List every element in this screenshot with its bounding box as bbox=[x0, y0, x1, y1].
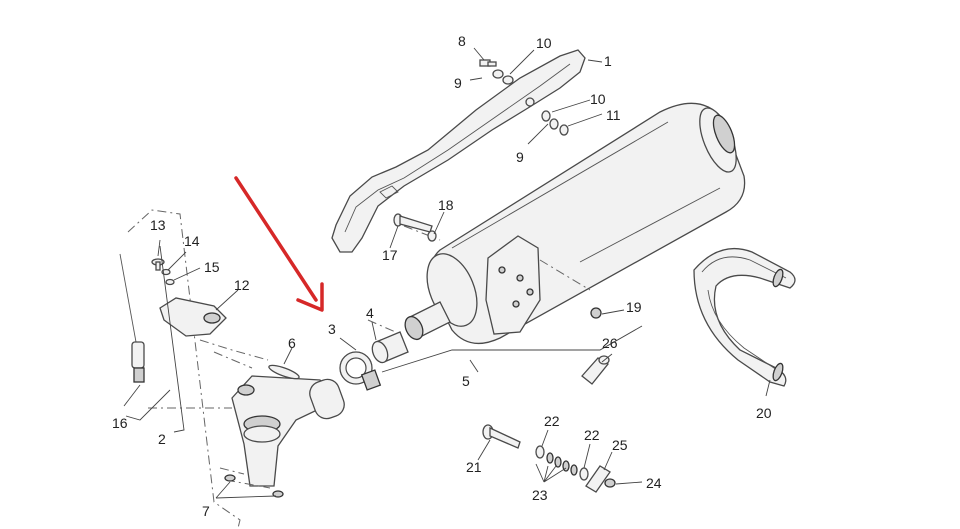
clamp-bracket bbox=[159, 297, 227, 337]
callout-1: 1 bbox=[604, 53, 612, 69]
callout-8: 8 bbox=[458, 33, 466, 49]
phantom-link-nuts bbox=[219, 467, 271, 489]
callout-19: 19 bbox=[626, 299, 642, 315]
phantom-frame-left bbox=[127, 209, 241, 529]
nut-24 bbox=[604, 478, 616, 488]
callout-7: 7 bbox=[202, 503, 210, 519]
gasket-6 bbox=[268, 364, 300, 380]
callout-5: 5 bbox=[462, 373, 470, 389]
callout-23: 23 bbox=[532, 487, 548, 503]
callout-6: 6 bbox=[288, 335, 296, 351]
screw-13-group bbox=[151, 258, 175, 286]
strap bbox=[693, 248, 796, 387]
heat-shield bbox=[331, 49, 586, 253]
phantom-link-clamp-pipe bbox=[367, 319, 401, 335]
callout-14: 14 bbox=[184, 233, 200, 249]
callout-3: 3 bbox=[328, 321, 336, 337]
sleeve-4 bbox=[371, 331, 409, 364]
bolt-8-group bbox=[479, 59, 514, 85]
bolt-17 bbox=[393, 213, 437, 242]
callout-24: 24 bbox=[646, 475, 662, 491]
red-arrow bbox=[234, 176, 324, 312]
manifold-pipe bbox=[231, 375, 345, 487]
callout-11: 11 bbox=[606, 107, 621, 123]
callout-4: 4 bbox=[366, 305, 374, 321]
bolt-21 bbox=[482, 424, 521, 449]
phantom-link-clamp bbox=[199, 339, 269, 369]
washers-22-23 bbox=[535, 445, 589, 481]
callout-17: 17 bbox=[382, 247, 398, 263]
callout-21: 21 bbox=[466, 459, 482, 475]
callout-22-right: 22 bbox=[584, 427, 600, 443]
callout-22-left: 22 bbox=[544, 413, 560, 429]
callout-20: 20 bbox=[756, 405, 772, 421]
leader-lines bbox=[123, 47, 771, 499]
callout-13: 13 bbox=[150, 217, 166, 233]
callout-26: 26 bbox=[602, 335, 618, 351]
callout-15: 15 bbox=[204, 259, 220, 275]
nut-7b bbox=[272, 490, 284, 498]
clamp-3 bbox=[339, 351, 382, 391]
silencer bbox=[404, 102, 746, 345]
callout-25: 25 bbox=[612, 437, 628, 453]
silencer-base-outline bbox=[381, 325, 643, 373]
washer-group-mid bbox=[541, 110, 569, 136]
spacer-25 bbox=[585, 465, 611, 493]
callout-10-top: 10 bbox=[536, 35, 552, 51]
nut-19 bbox=[590, 307, 602, 319]
callout-12: 12 bbox=[234, 277, 250, 293]
callout-2: 2 bbox=[158, 431, 166, 447]
nut-7a bbox=[224, 474, 236, 482]
callout-10-mid: 10 bbox=[590, 91, 606, 107]
callout-9-top: 9 bbox=[454, 75, 462, 91]
callout-9-mid: 9 bbox=[516, 149, 524, 165]
callout-labels: 1 2 3 4 5 6 7 8 9 9 10 10 11 12 13 14 15… bbox=[112, 33, 772, 519]
callout-16: 16 bbox=[112, 415, 128, 431]
lambda-probe bbox=[119, 253, 145, 383]
callout-18: 18 bbox=[438, 197, 454, 213]
